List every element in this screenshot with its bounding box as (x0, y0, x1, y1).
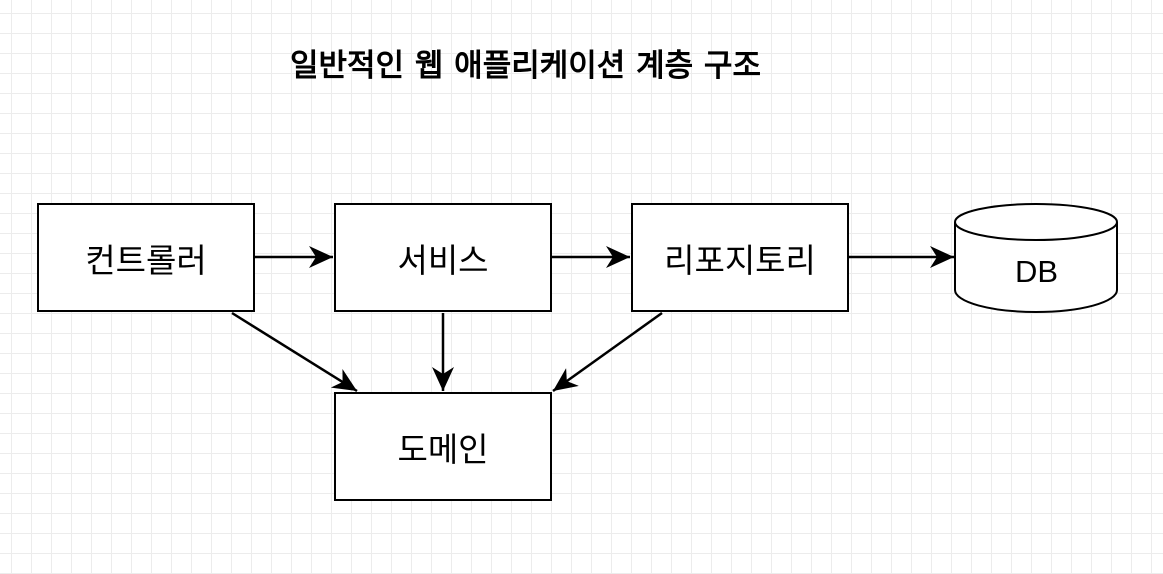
service-node[interactable]: 서비스 (334, 203, 552, 312)
diagram-title: 일반적인 웹 애플리케이션 계층 구조 (290, 48, 761, 84)
domain-node[interactable]: 도메인 (334, 392, 552, 501)
repository-node[interactable]: 리포지토리 (631, 203, 849, 312)
service-label: 서비스 (397, 240, 489, 280)
db-label: DB (1014, 254, 1059, 289)
repository-label: 리포지토리 (664, 240, 816, 280)
db-node[interactable]: DB (955, 248, 1118, 296)
controller-node[interactable]: 컨트롤러 (37, 203, 255, 312)
edge-repository-domain (552, 311, 663, 393)
edge-controller-domain (231, 311, 358, 393)
controller-label: 컨트롤러 (85, 240, 207, 280)
domain-label: 도메인 (397, 429, 489, 469)
